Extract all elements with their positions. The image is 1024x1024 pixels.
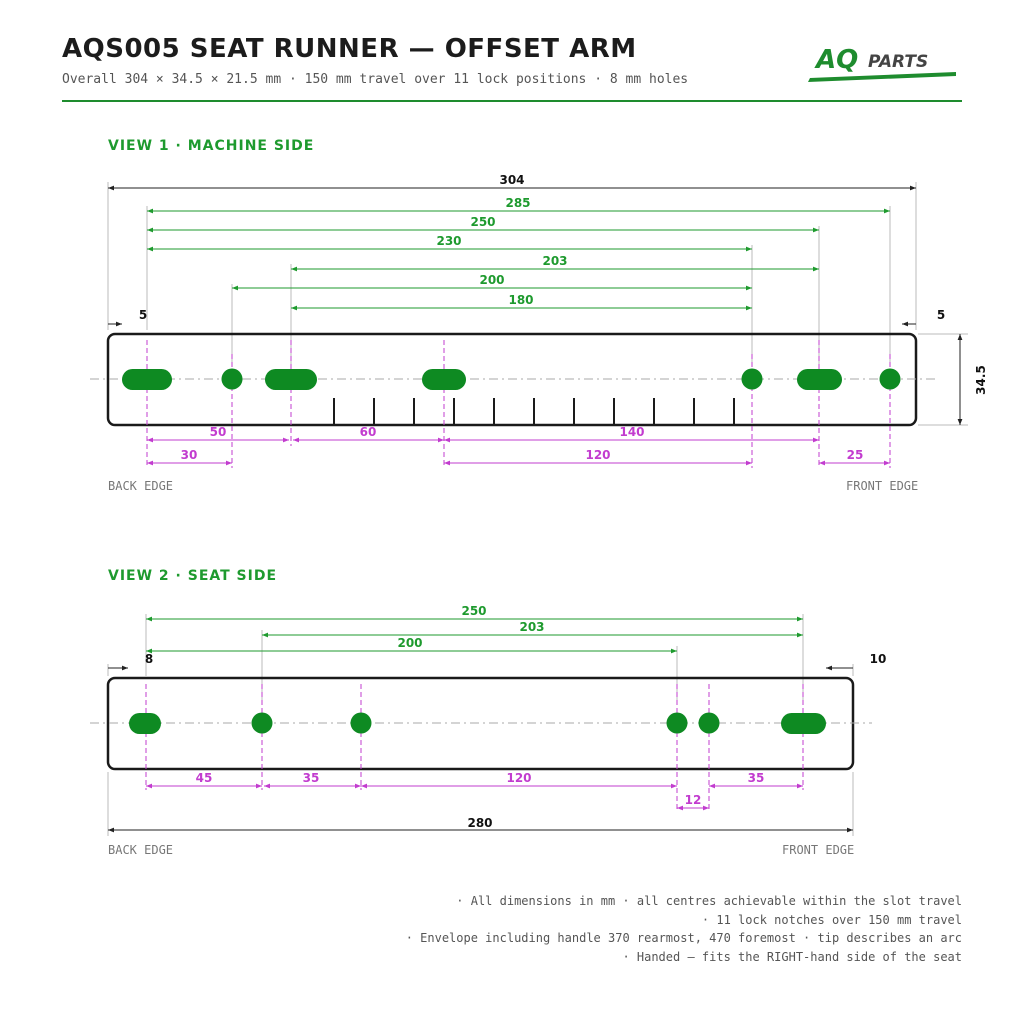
logo-parts-text: PARTS <box>868 52 928 72</box>
view1-lock-notches <box>333 398 735 425</box>
view1-green-dim-lines <box>147 208 890 311</box>
view2-hole-2 <box>251 712 273 734</box>
view2-right-offset-label: 10 <box>870 652 887 666</box>
dim-50-label: 50 <box>210 425 227 439</box>
view2-hole-4 <box>666 712 688 734</box>
note-2: · 11 lock notches over 150 mm travel <box>701 912 962 927</box>
view2-holes <box>129 712 826 734</box>
view2-back-edge-label: BACK EDGE <box>108 843 174 857</box>
view1-slot-6 <box>797 369 842 390</box>
view1-title: VIEW 1 · MACHINE SIDE <box>108 138 315 154</box>
view2-left-offset-label: 8 <box>145 652 153 666</box>
view1-extension-lines <box>107 182 968 426</box>
v2-dim-35a-label: 35 <box>303 771 320 785</box>
view2-green-dim-lines <box>146 616 803 654</box>
view1-slot-1 <box>122 369 172 390</box>
view1-overall-label: 304 <box>499 173 524 187</box>
dim-30-label: 30 <box>181 448 198 462</box>
logo-aq-text: AQ <box>814 45 858 75</box>
v2-dim-203-label: 203 <box>519 620 544 634</box>
view1-height-label: 34.5 <box>974 365 988 395</box>
view2-slot-6 <box>781 713 826 734</box>
v2-dim-200-label: 200 <box>397 636 422 650</box>
dim-200-label: 200 <box>479 273 504 287</box>
view1-holes <box>122 368 901 390</box>
view2-magenta-dim-lines <box>146 783 803 811</box>
view2-front-edge-label: FRONT EDGE <box>782 843 855 857</box>
v2-dim-45-label: 45 <box>196 771 213 785</box>
view1-centre-marks <box>146 340 891 468</box>
dim-203-label: 203 <box>542 254 567 268</box>
view1-left-offset-label: 5 <box>139 308 147 322</box>
view1-right-offset-label: 5 <box>937 308 945 322</box>
view2-hole-5 <box>698 712 720 734</box>
footnotes: · All dimensions in mm · all centres ach… <box>406 892 962 966</box>
view2-hole-3 <box>350 712 372 734</box>
v2-dim-120-label: 120 <box>506 771 531 785</box>
view1-front-edge-label: FRONT EDGE <box>846 479 919 493</box>
view1-hole-2 <box>221 368 243 390</box>
view1-hole-5 <box>741 368 763 390</box>
page-subtitle: Overall 304 × 34.5 × 21.5 mm · 150 mm tr… <box>62 72 689 87</box>
v2-dim-12-label: 12 <box>685 793 702 807</box>
dim-250-label: 250 <box>470 215 495 229</box>
view1-back-edge-label: BACK EDGE <box>108 479 174 493</box>
view1-slot-4 <box>422 369 466 390</box>
view1-magenta-dim-lines <box>147 437 890 466</box>
view1-slot-3 <box>265 369 317 390</box>
v2-dim-250-label: 250 <box>461 604 486 618</box>
view1-hole-7 <box>879 368 901 390</box>
dim-285-label: 285 <box>505 196 530 210</box>
aqparts-logo: AQ PARTS <box>808 45 956 82</box>
dim-230-label: 230 <box>436 234 461 248</box>
view2-slot-1 <box>129 713 161 734</box>
view2-extension-lines <box>107 614 854 836</box>
note-3: · Envelope including handle 370 rearmost… <box>405 931 962 945</box>
page-title: AQS005 SEAT RUNNER — OFFSET ARM <box>62 34 637 64</box>
dim-60-label: 60 <box>360 425 377 439</box>
dim-140-label: 140 <box>619 425 644 439</box>
view2-overall-label: 280 <box>467 816 492 830</box>
dim-25-label: 25 <box>847 448 864 462</box>
note-4: · Handed — fits the RIGHT-hand side of t… <box>622 949 962 964</box>
view2-title: VIEW 2 · SEAT SIDE <box>108 568 278 584</box>
v2-dim-35b-label: 35 <box>748 771 765 785</box>
view2-drawing: 250 203 200 8 10 <box>90 604 886 836</box>
dim-180-label: 180 <box>508 293 533 307</box>
view1-drawing: 304 285 250 230 203 200 180 5 5 34.5 <box>90 173 988 468</box>
view2-centre-marks <box>145 684 804 812</box>
dim-120-label: 120 <box>585 448 610 462</box>
note-1: · All dimensions in mm · all centres ach… <box>456 894 962 908</box>
header-divider <box>62 100 962 102</box>
